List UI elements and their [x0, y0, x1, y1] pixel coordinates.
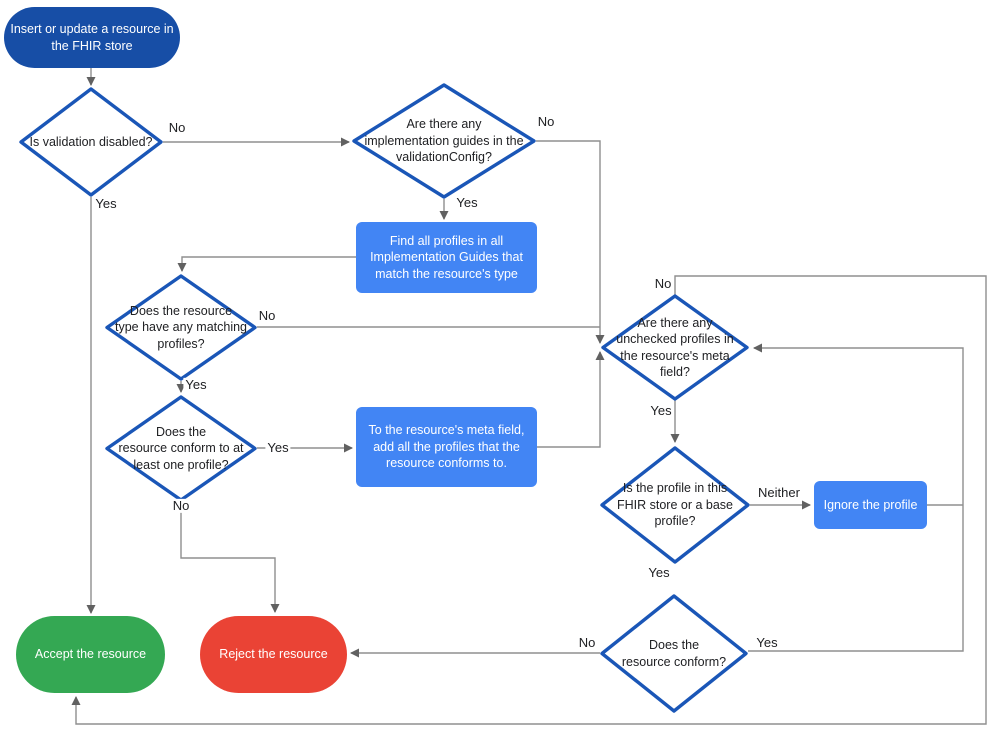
edge-label-validation-no: No — [166, 119, 188, 136]
edge-guides-no — [536, 140, 605, 344]
edge-find-profiles-to-matching — [177, 256, 356, 272]
edge-conform-no — [180, 501, 280, 613]
diamond-shape — [600, 446, 750, 564]
node-find-profiles: Find all profiles in all Implementation … — [356, 222, 537, 293]
edge-label-conform-yes: Yes — [265, 439, 291, 456]
node-start: Insert or update a resource in the FHIR … — [4, 7, 180, 68]
node-implementation-guides: Are there any implementation guides in t… — [352, 83, 536, 199]
node-unchecked-profiles: Are there any unchecked profiles in the … — [601, 294, 749, 401]
edge-resource-conform-yes-loop — [748, 343, 964, 652]
edge-label-validation-yes: Yes — [93, 195, 119, 212]
node-matching-profiles: Does the resource type have any matching… — [105, 274, 257, 381]
node-accept: Accept the resource — [16, 616, 165, 693]
edge-label-resource-conform-yes: Yes — [754, 634, 780, 651]
diamond-shape — [352, 83, 536, 199]
node-add-profiles-label: To the resource's meta field, add all th… — [368, 423, 525, 471]
edge-label-profile-neither: Neither — [756, 484, 802, 501]
diamond-shape — [105, 274, 257, 381]
edge-unchecked-no-loop — [71, 275, 987, 725]
node-reject: Reject the resource — [200, 616, 347, 693]
edge-label-guides-no: No — [535, 113, 557, 130]
node-ignore-profile-label: Ignore the profile — [823, 497, 918, 512]
diamond-shape — [601, 294, 749, 401]
edge-label-guides-yes: Yes — [454, 194, 480, 211]
edge-label-unchecked-no: No — [652, 275, 674, 292]
node-conform-one: Does the resource conform to at least on… — [105, 395, 257, 502]
edge-label-matching-yes: Yes — [183, 376, 209, 393]
node-profile-in-store: Is the profile in this FHIR store or a b… — [600, 446, 750, 564]
edge-label-conform-no: No — [170, 497, 192, 514]
node-validation-disabled: Is validation disabled? — [19, 87, 163, 197]
node-accept-label: Accept the resource — [34, 647, 147, 662]
node-start-label: Insert or update a resource in the FHIR … — [10, 22, 174, 53]
node-reject-label: Reject the resource — [219, 647, 328, 662]
edge-label-resource-conform-no: No — [576, 634, 598, 651]
edge-label-matching-no: No — [256, 307, 278, 324]
diamond-shape — [105, 395, 257, 502]
edge-add-profiles-to-unchecked — [537, 351, 605, 448]
diamond-shape — [600, 594, 748, 713]
node-find-profiles-label: Find all profiles in all Implementation … — [370, 233, 523, 281]
node-resource-conform: Does the resource conform? — [600, 594, 748, 713]
edge-label-profile-yes: Yes — [646, 564, 672, 581]
node-ignore-profile: Ignore the profile — [814, 481, 927, 529]
node-add-profiles: To the resource's meta field, add all th… — [356, 407, 537, 487]
edge-label-unchecked-yes: Yes — [648, 402, 674, 419]
diamond-shape — [19, 87, 163, 197]
